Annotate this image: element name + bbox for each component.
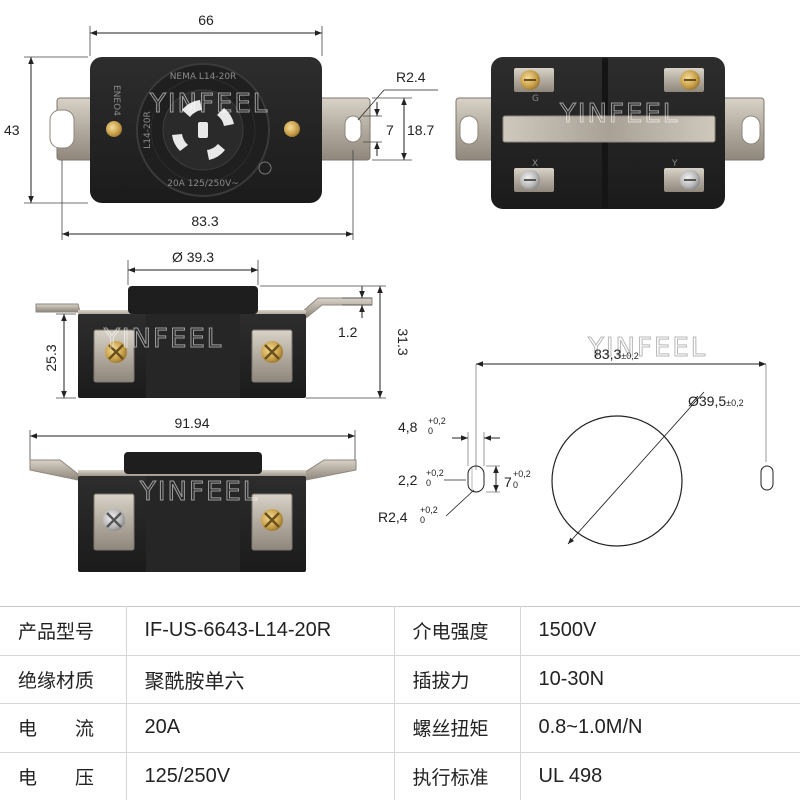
- spec-label: 介电强度: [394, 606, 521, 655]
- terminal-y-top: [664, 68, 704, 92]
- spec-value: UL 498: [520, 751, 800, 800]
- terminal-label-y: Y: [671, 159, 678, 169]
- watermark-cutout: YINFEEL: [587, 333, 707, 363]
- front-view: NEMA L14-20R 20A 125/250V~ L14-20R ENEO4…: [4, 12, 438, 240]
- dim-43: 43: [4, 122, 20, 138]
- dim-39-3: Ø 39.3: [172, 249, 214, 265]
- spec-row: 产品型号 IF-US-6643-L14-20R 介电强度 1500V: [0, 606, 800, 655]
- strap-slot-right: [344, 115, 362, 143]
- svg-text:0: 0: [420, 515, 425, 525]
- spec-value: 聚酰胺单六: [126, 654, 395, 704]
- socket-slot: [217, 108, 234, 126]
- ground-slot: [198, 122, 208, 138]
- mounting-screw-right: [284, 121, 300, 137]
- cutout-slot-left: [467, 465, 485, 493]
- svg-text:+0,2: +0,2: [426, 468, 444, 478]
- spec-table: 产品型号 IF-US-6643-L14-20R 介电强度 1500V 绝缘材质 …: [0, 606, 800, 800]
- dim-slot-w2: 2,2: [398, 472, 418, 488]
- panel-cutout-drawing: YINFEEL 83,3±0,2 Ø39,5±0,2 4,8 +0,2 0 2,…: [378, 333, 774, 547]
- spec-value: 125/250V: [126, 751, 395, 800]
- spec-label: 产品型号: [0, 606, 127, 655]
- dim-66: 66: [198, 12, 214, 28]
- terminal-g: G: [514, 68, 554, 104]
- watermark: YINFEEL: [149, 89, 269, 119]
- dim-25-3: 25.3: [43, 344, 59, 371]
- dim-line-cutout-dia: [567, 391, 705, 545]
- ring-text-left: L14-20R: [143, 111, 153, 148]
- back-view: G X Y YINFEEL: [455, 57, 765, 209]
- strap-hole-left: [49, 109, 75, 149]
- spec-row: 绝缘材质 聚酰胺单六 插拔力 10-30N: [0, 654, 800, 704]
- svg-text:0: 0: [513, 480, 518, 490]
- socket-slot: [182, 100, 202, 117]
- side-view: YINFEEL Ø 39.3 25.3 1.2 31.3: [35, 249, 411, 399]
- cutout-circle: [551, 415, 683, 547]
- certification-mark-icon: [258, 161, 272, 175]
- dim-7: 7: [386, 122, 394, 138]
- side-text: ENEO4: [111, 85, 121, 116]
- svg-text:0: 0: [426, 478, 431, 488]
- spec-value: 10-30N: [520, 654, 800, 704]
- svg-text:+0,2: +0,2: [428, 416, 446, 426]
- ring-text-top: NEMA L14-20R: [170, 72, 237, 82]
- dim-31-3: 31.3: [395, 328, 411, 355]
- spec-value: IF-US-6643-L14-20R: [126, 606, 395, 655]
- dim-91-94: 91.94: [174, 415, 209, 431]
- terminal-y: Y: [664, 159, 704, 192]
- svg-text:+0,2: +0,2: [513, 469, 531, 479]
- dim-18-7: 18.7: [407, 122, 434, 138]
- spec-label: 螺丝扭矩: [394, 703, 521, 752]
- dim-slot-height: 7: [504, 474, 512, 490]
- cutout-slot-right: [760, 465, 774, 491]
- dim-slot-radius: R2,4: [378, 509, 408, 525]
- technical-drawings: NEMA L14-20R 20A 125/250V~ L14-20R ENEO4…: [4, 12, 774, 572]
- spec-label: 电 流: [0, 703, 127, 752]
- watermark-back: YINFEEL: [559, 99, 679, 129]
- spec-row: 电 流 20A 螺丝扭矩 0.8~1.0M/N: [0, 703, 800, 752]
- spec-label: 绝缘材质: [0, 654, 127, 704]
- dim-cutout-dia: Ø39,5±0,2: [688, 393, 744, 409]
- spec-value: 20A: [126, 703, 395, 752]
- dim-cutout-spacing: 83,3±0,2: [594, 346, 639, 362]
- spec-label: 执行标准: [394, 751, 521, 800]
- spec-label: 插拔力: [394, 654, 521, 704]
- socket-slot: [207, 144, 225, 160]
- socket-cylinder: [128, 286, 258, 314]
- dim-slot-width: 4,8: [398, 419, 418, 435]
- spec-row: 电 压 125/250V 执行标准 UL 498: [0, 751, 800, 800]
- terminal-label-x: X: [532, 159, 538, 169]
- bottom-view: 91.94 YINFEEL: [29, 415, 357, 572]
- dim-r2-4: R2.4: [396, 69, 426, 85]
- watermark-bottom: YINFEEL: [139, 477, 259, 507]
- svg-text:0: 0: [428, 426, 433, 436]
- ring-text-bottom: 20A 125/250V~: [167, 179, 239, 189]
- spec-value: 0.8~1.0M/N: [520, 703, 800, 752]
- terminal-x: X: [514, 159, 554, 192]
- terminal-label-g: G: [532, 94, 539, 104]
- spec-label: 电 压: [0, 751, 127, 800]
- dim-83-3: 83.3: [191, 213, 218, 229]
- dim-1-2: 1.2: [338, 324, 358, 340]
- spec-value: 1500V: [520, 606, 800, 655]
- mounting-screw-left: [106, 121, 122, 137]
- svg-text:+0,2: +0,2: [420, 505, 438, 515]
- watermark-side: YINFEEL: [103, 324, 223, 354]
- socket-slot: [172, 134, 188, 151]
